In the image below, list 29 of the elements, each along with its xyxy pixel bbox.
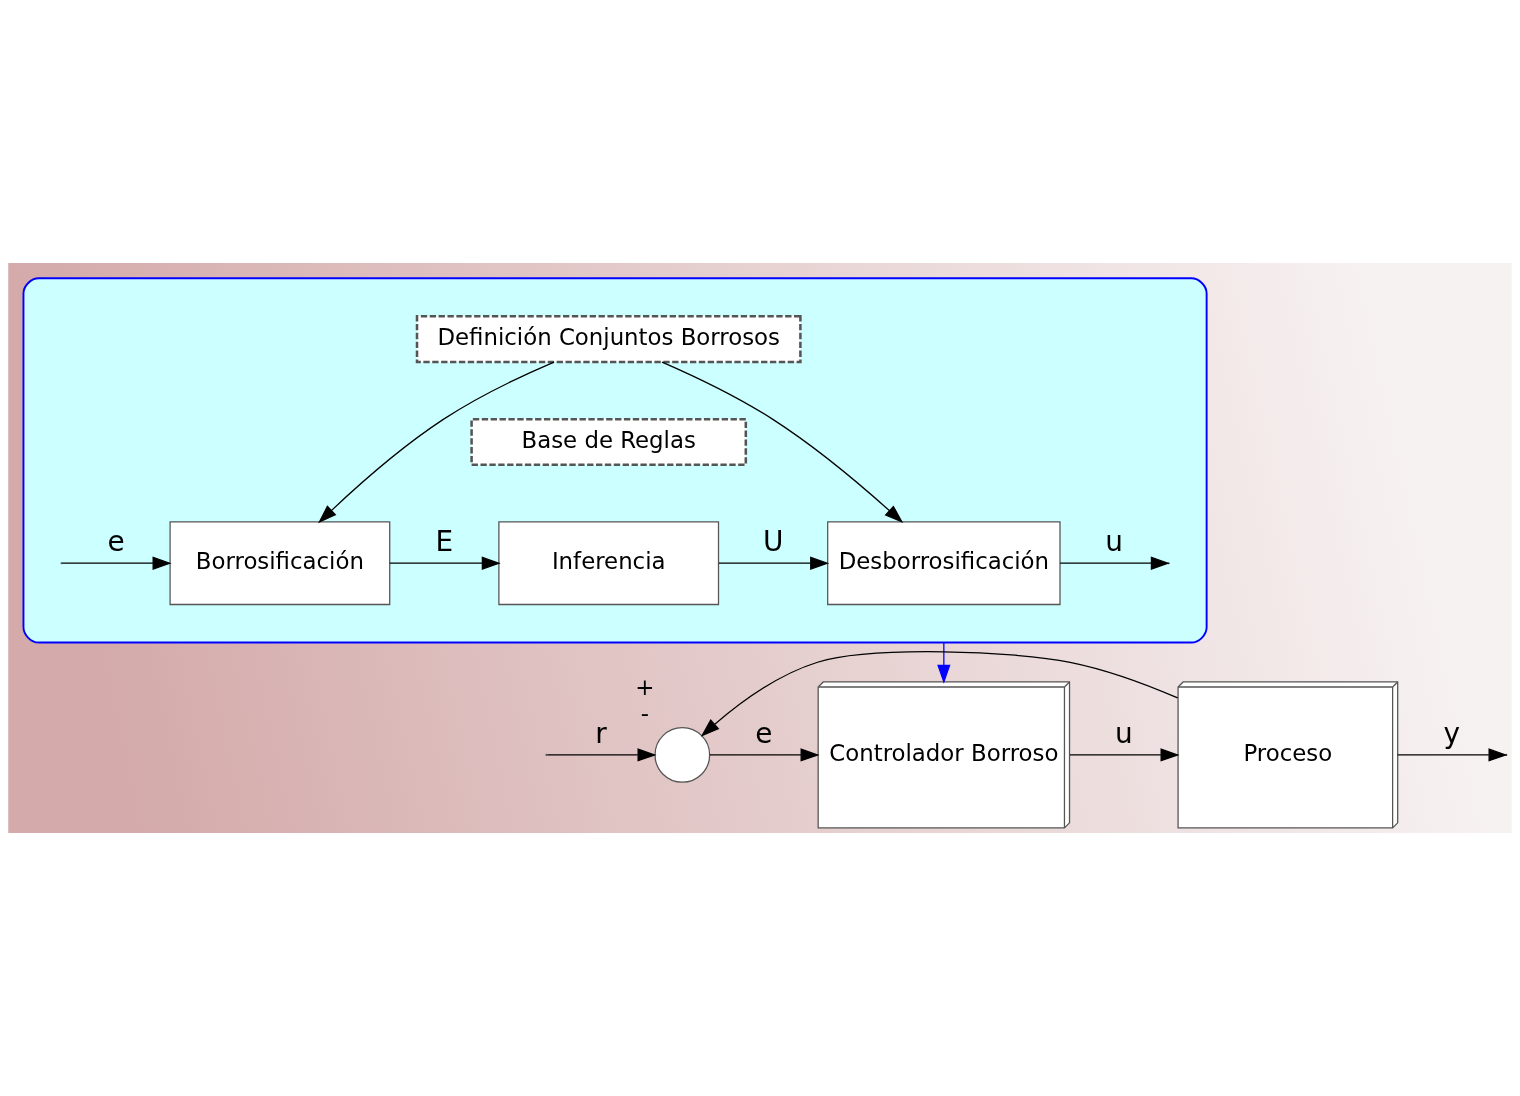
node-box: Desborrosificación [827,521,1061,606]
edge-label: u [1114,716,1133,750]
node-box: Inferencia [498,521,720,606]
arrow [1059,556,1170,570]
edge-label: u [1105,525,1123,559]
node-box: Borrosificación [169,521,391,606]
cluster [22,277,1208,644]
edge-label: e [755,716,773,750]
edge-label: E [435,525,454,559]
arrow [1069,748,1180,762]
edge-label: r [595,716,607,750]
edge-label: U [762,525,784,559]
arrow [61,556,172,570]
edge-label: e [107,525,125,559]
arrow [546,748,657,762]
node-box: Definición Conjuntos Borrosos [415,315,802,364]
node-box: Base de Reglas [470,417,748,467]
node-label: - [640,699,650,726]
edge-label: y [1443,716,1460,750]
arrow [1397,748,1508,762]
node-label: + [635,674,655,701]
arrow [700,651,1179,737]
arrow [937,641,951,684]
arrow [318,361,555,524]
arrow [709,748,820,762]
arrow [718,556,830,570]
node-circle [654,727,711,783]
arrow [389,556,501,570]
arrow [661,361,904,524]
